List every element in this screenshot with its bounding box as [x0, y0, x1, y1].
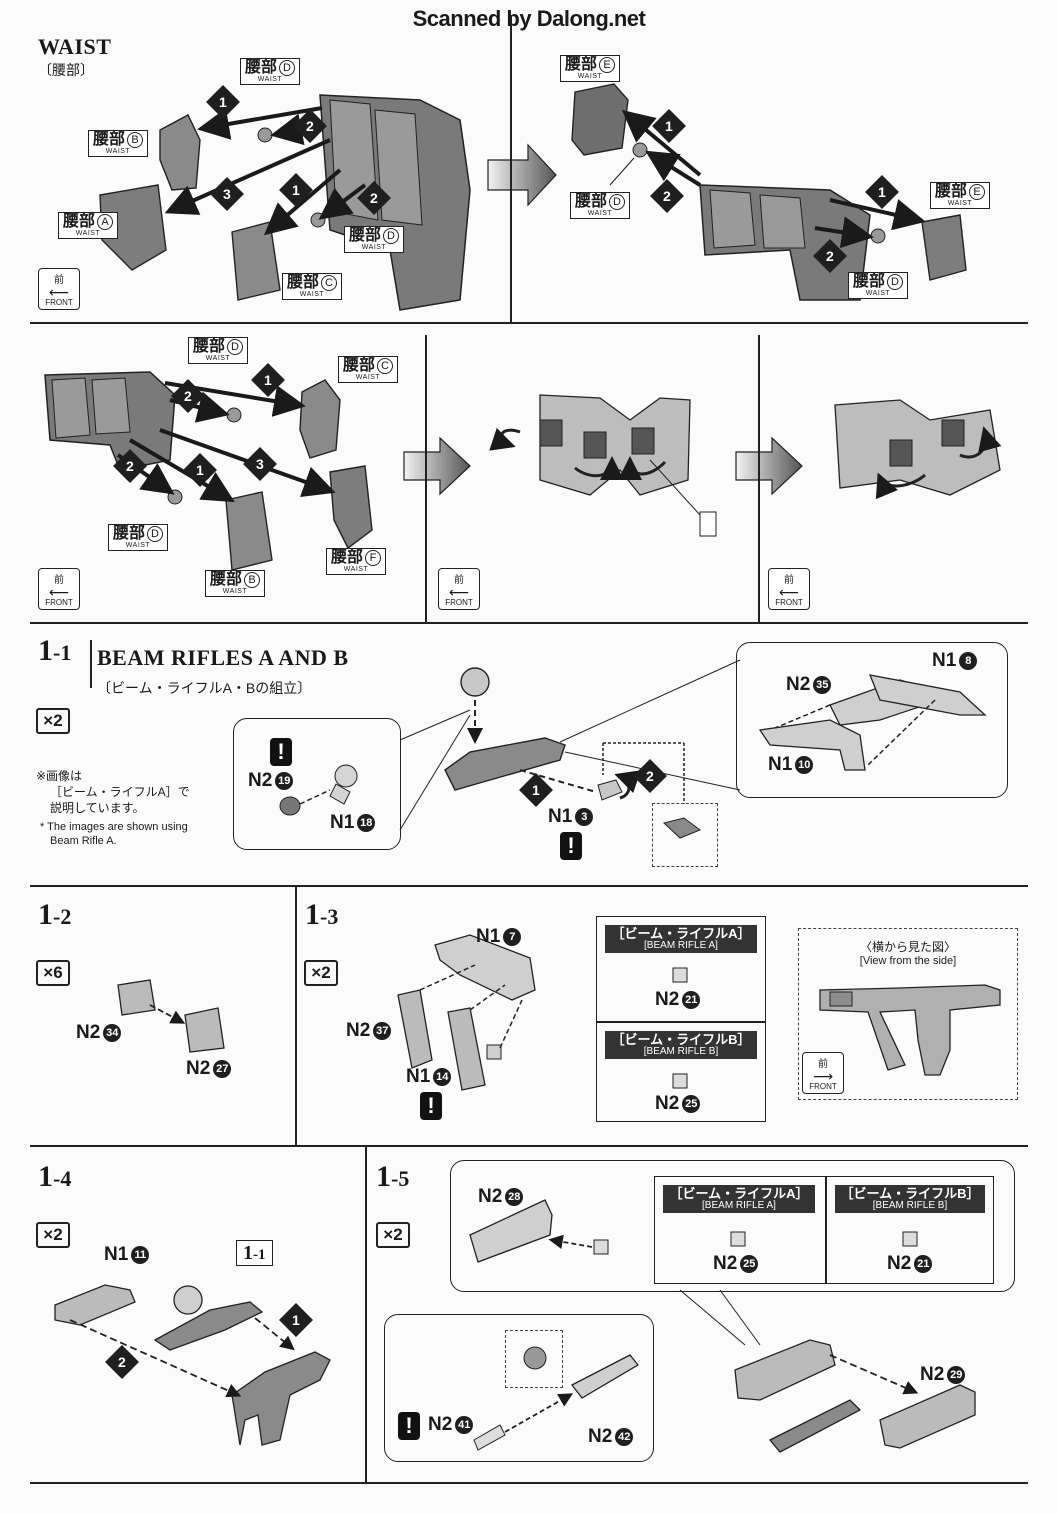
- step-1-1-title: BEAM RIFLES A AND B: [97, 645, 349, 670]
- waist-title: WAIST: [38, 34, 112, 59]
- step-1-1-callout-left: [233, 718, 401, 850]
- divider-1-1-bottom: [30, 885, 1028, 887]
- divider-1-3-bottom: [30, 1145, 1028, 1147]
- warning-icon: !: [420, 1092, 442, 1120]
- variant-box-1-5: ［ビーム・ライフルA］[BEAM RIFLE A] ［ビーム・ライフルB］[BE…: [654, 1176, 994, 1284]
- front-indicator: 前⟵FRONT: [438, 568, 480, 610]
- waist-row2-middle-assembly: [489, 394, 717, 537]
- warning-icon: !: [560, 832, 582, 860]
- step-1-1-drawing: [279, 659, 987, 839]
- side-view-box: [798, 928, 1018, 1100]
- step-1-1-note-jp: ※画像は ［ビーム・ライフルA］で 説明しています。: [36, 769, 190, 816]
- step-title-rule: [90, 640, 92, 688]
- front-indicator: 前⟶FRONT: [802, 1052, 844, 1094]
- divider-1-4-v: [365, 1145, 367, 1482]
- waist-row2-right-assembly: [834, 399, 1002, 500]
- divider-waist-bottom: [30, 322, 1028, 324]
- divider-page-bottom: [30, 1482, 1028, 1484]
- step-1-5-callout-top: [450, 1160, 1015, 1292]
- step-1-2-multiplier: ×6: [36, 960, 70, 986]
- side-view-title: 〈横から見た図〉[View from the side]: [859, 940, 957, 967]
- step-1-2-drawing: [117, 979, 225, 1053]
- step-1-5-drawing: [469, 1199, 976, 1453]
- step-1-3-drawing: [397, 934, 1001, 1091]
- waist-row1-back-assembly: [571, 83, 967, 301]
- step-1-5-detail-box: [505, 1330, 563, 1388]
- step-1-3-number: 1-3: [305, 898, 339, 931]
- step-1-5-callout-bottom: [384, 1314, 654, 1462]
- step-1-5-multiplier: ×2: [376, 1222, 410, 1248]
- step-1-4-number: 1-4: [38, 1160, 72, 1193]
- step-1-4-multiplier: ×2: [36, 1222, 70, 1248]
- watermark: Scanned by Dalong.net: [412, 6, 646, 31]
- waist-row2-assembly: [44, 371, 373, 571]
- step-ref-1-1: 1-1: [236, 1240, 273, 1266]
- step-1-2-number: 1-2: [38, 898, 72, 931]
- divider-waist2-v1: [425, 335, 427, 622]
- waist-subtitle: 〔腰部〕: [38, 62, 94, 78]
- warning-icon: !: [270, 738, 292, 766]
- step-1-4-drawing: [54, 1284, 331, 1446]
- step-1-1-subtitle: 〔ビーム・ライフルA・Bの組立〕: [97, 680, 312, 696]
- step-1-5-number: 1-5: [376, 1160, 410, 1193]
- front-indicator: 前⟵FRONT: [768, 568, 810, 610]
- warning-icon: !: [398, 1412, 420, 1440]
- front-indicator: 前⟵FRONT: [38, 568, 80, 610]
- step-1-1-detail-box: [652, 803, 718, 867]
- step-1-1-note-en: * The images are shown using Beam Rifle …: [40, 821, 188, 848]
- variant-1-5-b-title: ［ビーム・ライフルB］[BEAM RIFLE B]: [835, 1185, 985, 1214]
- step-1-1-callout-right: [736, 642, 1008, 798]
- divider-waist2-v2: [758, 335, 760, 622]
- step-1-3-multiplier: ×2: [304, 960, 338, 986]
- front-indicator: 前⟵FRONT: [38, 268, 80, 310]
- variant-divider: [825, 1177, 827, 1283]
- divider-1-2-v: [295, 885, 297, 1145]
- step-1-1-number: 1-1: [38, 634, 72, 667]
- divider-waist-v: [510, 15, 512, 322]
- divider-waist2-bottom: [30, 622, 1028, 624]
- variant-1-5-a-title: ［ビーム・ライフルA］[BEAM RIFLE A]: [663, 1185, 815, 1214]
- step-1-1-multiplier: ×2: [36, 708, 70, 734]
